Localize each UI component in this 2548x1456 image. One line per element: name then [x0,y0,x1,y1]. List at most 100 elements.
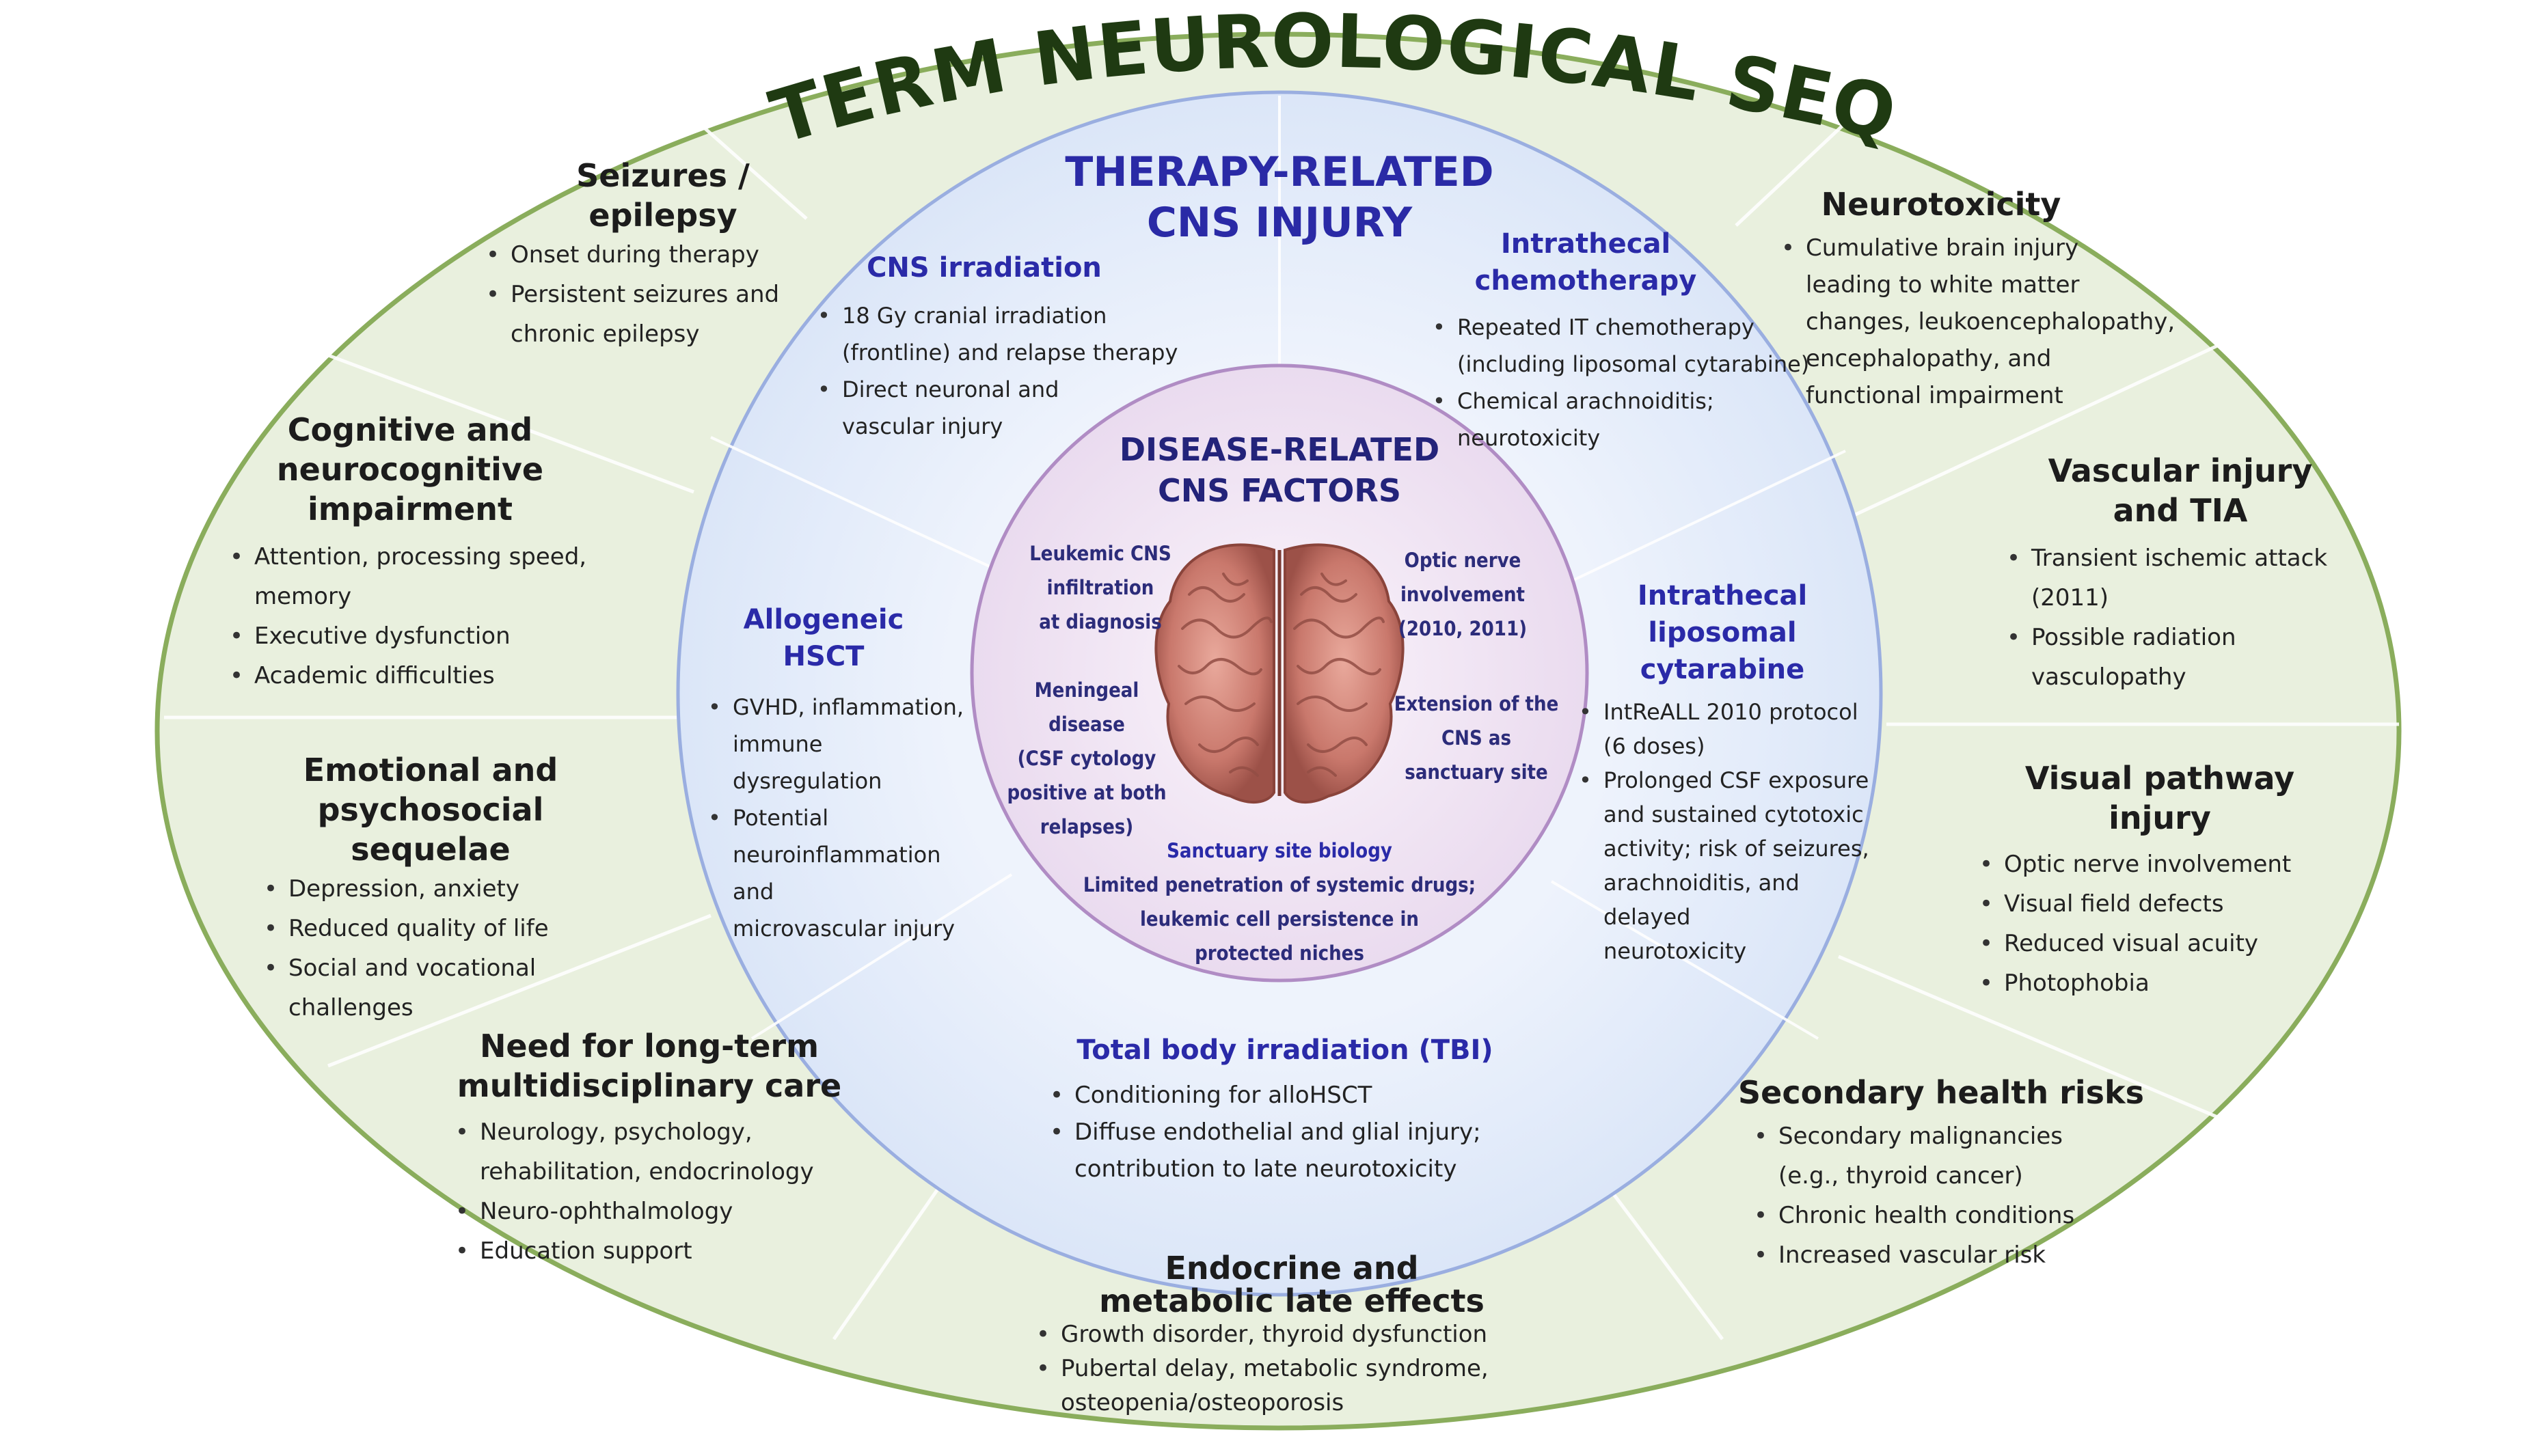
neurotoxicity-section: Neurotoxicity Cumulative brain injurylea… [1781,184,2194,414]
secondary-list: Secondary malignancies(e.g., thyroid can… [1750,1116,2146,1275]
list-item-line: Chemical arachnoiditis; [1457,388,1714,414]
list-item: Visual field defects [1975,884,2351,924]
text-line: Optic nerve [1404,549,1521,572]
text-line: impairment [308,491,513,527]
text-line: Vascular injury [2048,452,2313,489]
seizures-section: Seizures /epilepsy Onset during therapyP… [472,156,854,354]
text-line: Seizures / [576,157,750,194]
list-item-line: vascular injury [842,413,1003,439]
cns-irradiation-title: CNS irradiation [813,249,1155,286]
text-line: liposomal cytarabine [1640,617,1805,685]
list-item-line: GVHD, inflammation, [733,694,964,720]
list-item-line: Persistent seizures and [511,281,780,308]
text-line: DISEASE-RELATED [1119,431,1440,468]
list-item-line: Onset during therapy [511,241,759,269]
cns-irradiation-list: 18 Gy cranial irradiation(frontline) and… [813,297,1196,445]
list-item: Neurology, psychology,rehabilitation, en… [451,1112,875,1192]
list-item: Chemical arachnoiditis; neurotoxicity [1428,383,1811,456]
list-item-line: Photophobia [2004,970,2150,997]
text-line: Need for long-term [479,1028,819,1064]
list-item: Increased vascular risk [1750,1235,2146,1275]
list-item-line: Social and vocational [288,954,537,982]
text-line: disease [1048,713,1125,736]
text-line: protected niches [1195,942,1364,965]
list-item: Reduced quality of life [260,909,629,948]
list-item-line: neurotoxicity [1457,425,1601,451]
text-line: sanctuary site [1405,760,1548,784]
text-line: relapses) [1040,815,1134,838]
list-item: Neuro-ophthalmology [451,1192,875,1231]
text-line: at diagnosis [1039,610,1162,633]
text-line: (2010, 2011) [1398,617,1528,640]
list-item-line: microvascular injury [733,916,956,942]
list-item-line: Optic nerve involvement [2004,851,2292,878]
list-item-line: (6 doses) [1603,733,1705,759]
allogeneic-title: Allogeneic HSCT [704,601,943,675]
list-item-line: Reduced quality of life [288,915,549,942]
list-item-line: Potential [733,805,829,831]
endocrine-list: Growth disorder, thyroid dysfunctionPube… [1032,1317,1565,1420]
text-line: Sanctuary site biology [1167,839,1392,862]
list-item-line: encephalopathy, and [1806,345,2052,372]
list-item-line: neuroinflammation and [733,842,941,905]
list-item-line: Diffuse endothelial and glial injury; [1074,1118,1481,1146]
list-item-line: (e.g., thyroid cancer) [1778,1162,2023,1190]
text-line: Leukemic CNS [1029,542,1171,565]
tbi-list: Conditioning for alloHSCTDiffuse endothe… [1046,1077,1545,1187]
list-item-line: Visual field defects [2004,890,2224,918]
text-line: metabolic late effects [1099,1282,1485,1319]
secondary-section: Secondary health risks Secondary maligna… [1736,1073,2146,1275]
text-line: leukemic cell persistence in [1139,907,1419,931]
list-item-line: vasculopathy [2031,663,2186,691]
text-line: (CSF cytology [1017,747,1156,770]
text-line: Cognitive and [287,411,533,448]
list-item-line: Neurology, psychology, [480,1118,753,1146]
list-item: Secondary malignancies(e.g., thyroid can… [1750,1116,2146,1196]
list-item-line: changes, leukoencephalopathy, [1806,308,2176,335]
list-item-line: Education support [480,1237,692,1265]
list-item-line: immune dysregulation [733,731,882,794]
list-item: Chronic health conditions [1750,1196,2146,1235]
list-item-line: neurotoxicity [1603,938,1747,964]
list-item: Growth disorder, thyroid dysfunction [1032,1317,1565,1351]
list-item: 18 Gy cranial irradiation(frontline) and… [813,297,1196,371]
list-item: Executive dysfunction [226,616,608,656]
visual-list: Optic nerve involvementVisual field defe… [1975,844,2351,1003]
neurotoxicity-title: Neurotoxicity [1784,184,2098,224]
list-item: Academic difficulties [226,656,608,696]
text-line: Visual pathway [2024,760,2295,797]
text-line: Extension of the [1394,692,1559,715]
list-item-line: Cumulative brain injury [1806,234,2079,262]
list-item-line: osteopenia/osteoporosis [1061,1389,1344,1416]
brain-illustration [1154,543,1405,804]
list-item-line: (frontline) and relapse therapy [842,340,1178,366]
text-line: injury [2109,799,2211,836]
text-line: Total body irradiation (TBI) [1076,1034,1493,1066]
list-item-line: Reduced visual acuity [2004,930,2259,957]
seizures-list: Onset during therapyPersistent seizures … [482,235,854,354]
list-item: IntReALL 2010 protocol(6 doses) [1575,695,1873,763]
text-line: Neurotoxicity [1821,186,2061,223]
list-item-line: Increased vascular risk [1778,1241,2046,1269]
